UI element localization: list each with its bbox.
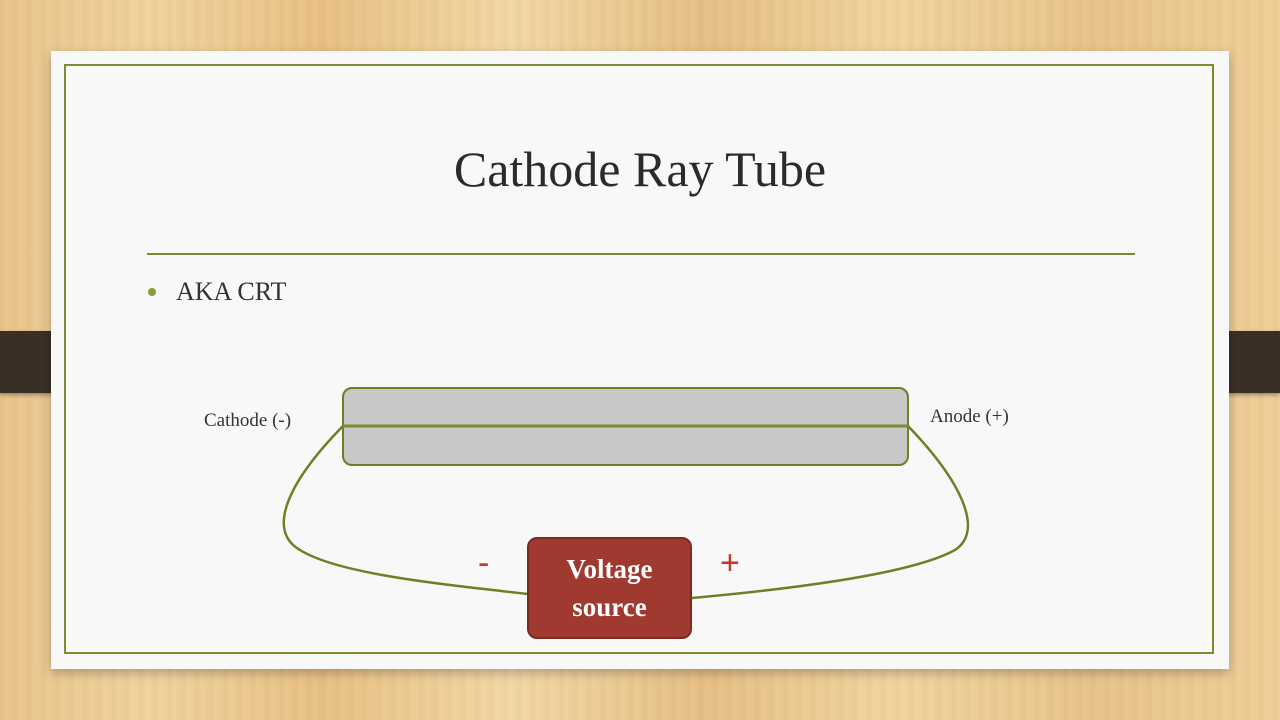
voltage-source-box: Voltage source bbox=[527, 537, 692, 639]
cathode-wire bbox=[282, 425, 529, 596]
slide-title: Cathode Ray Tube bbox=[453, 141, 827, 197]
bullet-dot-icon bbox=[148, 288, 156, 296]
voltage-source-line2: source bbox=[572, 592, 647, 622]
bullet-item: AKA CRT bbox=[148, 277, 286, 307]
cathode-label: Cathode (-) bbox=[204, 410, 292, 431]
positive-sign: + bbox=[720, 544, 740, 582]
bullet-text: AKA CRT bbox=[176, 277, 287, 306]
voltage-source-line1: Voltage bbox=[566, 554, 653, 584]
anode-label: Anode (+) bbox=[930, 406, 1009, 427]
slide-border-frame bbox=[64, 64, 1214, 654]
negative-sign: - bbox=[478, 544, 490, 582]
title-divider bbox=[147, 253, 1135, 255]
anode-wire bbox=[691, 425, 970, 600]
